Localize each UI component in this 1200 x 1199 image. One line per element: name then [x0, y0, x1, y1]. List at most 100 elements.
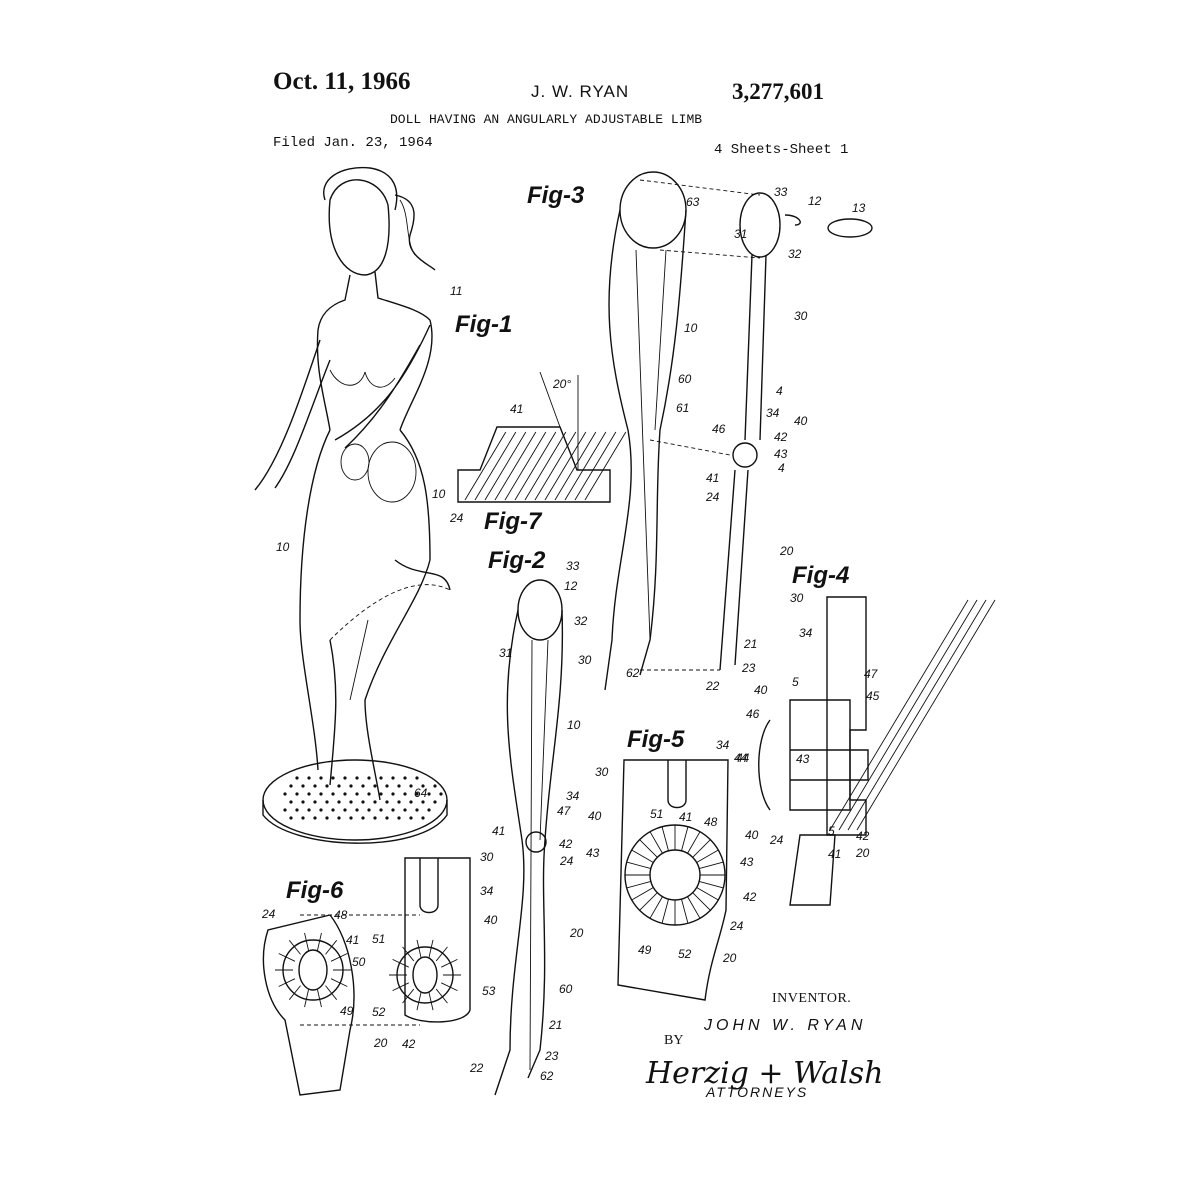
fig4-ref-numeral: 41	[828, 847, 841, 861]
fig5-ref-numeral: 51	[650, 807, 663, 821]
attorney-signature: Herzig + Walsh	[646, 1056, 884, 1091]
fig2-ref-numeral: 43	[586, 846, 600, 860]
fig6-ref-numeral: 20	[373, 1036, 388, 1050]
by-label: BY	[664, 1033, 684, 1048]
fig5-ref-numeral: 44	[734, 751, 748, 765]
fig2-ref-numeral: 30	[578, 653, 592, 667]
fig4-ref-numeral: 20	[855, 846, 870, 860]
fig7-tooth-profile	[457, 371, 627, 503]
fig2-ref-numeral: 41	[492, 824, 505, 838]
fig5-ref-numeral: 34	[716, 738, 730, 752]
fig4-section	[758, 596, 996, 906]
patent-date: Oct. 11, 1966	[273, 68, 411, 95]
fig2-ref-numeral: 62	[540, 1069, 554, 1083]
fig3-ref-numeral: 40	[794, 414, 808, 428]
fig2-ref-numeral: 33	[566, 559, 580, 573]
fig5-ref-numeral: 20	[722, 951, 737, 965]
fig5-ref-numeral: 52	[678, 947, 692, 961]
inventor-name: JOHN W. RYAN	[704, 1017, 867, 1034]
fig5-gear-face	[617, 759, 729, 1001]
fig2-ref-numeral: 60	[559, 982, 573, 996]
fig4-ref-numeral: 5	[792, 675, 799, 689]
angle-annotation: 20°	[552, 377, 571, 391]
fig3-ref-numeral: 62	[626, 666, 640, 680]
fig1-doll-drawing	[254, 166, 451, 844]
fig2-label: Fig-2	[488, 547, 546, 574]
fig6-ref-numeral: 34	[480, 884, 494, 898]
fig2-ref-numeral: 21	[548, 1018, 562, 1032]
fig6-ref-numeral: 48	[334, 908, 348, 922]
fig3-ref-numeral: 24	[705, 490, 720, 504]
fig2-ref-numeral: 47	[557, 804, 572, 818]
fig2-ref-numeral: 10	[567, 718, 581, 732]
fig3-ref-numeral: 30	[794, 309, 808, 323]
fig5-ref-numeral: 24	[729, 919, 744, 933]
fig5-ref-numeral: 49	[638, 943, 652, 957]
fig2-ref-numeral: 23	[544, 1049, 559, 1063]
fig3-ref-numeral: 34	[766, 406, 780, 420]
fig2-ref-numeral: 12	[564, 579, 578, 593]
fig3-ref-numeral: 21	[743, 637, 757, 651]
fig5-ref-numeral: 43	[740, 855, 754, 869]
fig6-ref-numeral: 24	[261, 907, 276, 921]
fig6-label: Fig-6	[286, 877, 344, 904]
fig4-ref-numeral: 47	[864, 667, 879, 681]
fig3-ref-numeral: 46	[712, 422, 726, 436]
fig1-ref-numeral: 11	[450, 284, 462, 298]
fig6-ref-numeral: 51	[372, 932, 385, 946]
fig3-ref-numeral: 43	[774, 447, 788, 461]
fig2-ref-numeral: 24	[559, 854, 574, 868]
fig3-ref-numeral: 10	[684, 321, 698, 335]
fig3-ref-numeral: 42	[774, 430, 788, 444]
fig3-ref-numeral: 33	[774, 185, 788, 199]
fig3-ref-numeral: 23	[741, 661, 756, 675]
fig6-ref-numeral: 50	[352, 955, 366, 969]
fig6-ref-numeral: 49	[340, 1004, 354, 1018]
fig6-ref-numeral: 42	[402, 1037, 416, 1051]
attorneys-label: ATTORNEYS	[706, 1084, 809, 1100]
fig3-ref-numeral: 31	[734, 227, 747, 241]
fig4-ref-numeral: 24	[769, 833, 784, 847]
fig4-ref-numeral: 43	[796, 752, 810, 766]
fig3-ref-numeral: 22	[705, 679, 720, 693]
fig3-ref-numeral: 4	[778, 461, 785, 475]
inventor-header: J. W. RYAN	[531, 82, 630, 101]
fig3-ref-numeral: 63	[686, 195, 700, 209]
fig4-ref-numeral: 40	[754, 683, 768, 697]
fig6-gears-exploded	[262, 857, 471, 1096]
fig3-ref-numeral: 41	[706, 471, 719, 485]
fig7-ref-numeral: 41	[510, 402, 523, 416]
fig3-label: Fig-3	[527, 182, 585, 209]
fig4-ref-numeral: 46	[746, 707, 760, 721]
filed-date: Filed Jan. 23, 1964	[273, 135, 433, 151]
fig6-ref-numeral: 40	[484, 913, 498, 927]
fig2-leg-assembled	[494, 579, 564, 1096]
fig2-ref-numeral: 42	[559, 837, 573, 851]
fig1-label: Fig-1	[455, 311, 512, 338]
fig6-ref-numeral: 52	[372, 1005, 386, 1019]
fig6-ref-numeral: 53	[482, 984, 496, 998]
fig6-ref-numeral: 30	[480, 850, 494, 864]
fig3-ref-numeral: 60	[678, 372, 692, 386]
fig4-ref-numeral: 45	[866, 689, 880, 703]
fig4-label: Fig-4	[792, 562, 849, 589]
fig2-ref-numeral: 20	[569, 926, 584, 940]
fig4-ref-numeral: 34	[799, 626, 813, 640]
fig1-ref-numeral: 64	[414, 786, 428, 800]
fig4-ref-numeral: 5	[828, 824, 835, 838]
base-dots	[283, 776, 443, 820]
fig3-ref-numeral: 61	[676, 401, 689, 415]
fig3-ref-numeral: 4	[776, 384, 783, 398]
fig7-ref-numeral: 24	[449, 511, 464, 525]
fig3-leg-exploded	[604, 171, 873, 691]
patent-title: DOLL HAVING AN ANGULARLY ADJUSTABLE LIMB	[390, 112, 703, 127]
fig5-ref-numeral: 48	[704, 815, 718, 829]
fig1-ref-numeral: 10	[276, 540, 290, 554]
fig2-ref-numeral: 22	[469, 1061, 484, 1075]
fig1-ref-numeral: 10	[432, 487, 446, 501]
fig5-ref-numeral: 41	[679, 810, 692, 824]
fig3-ref-numeral: 12	[808, 194, 822, 208]
